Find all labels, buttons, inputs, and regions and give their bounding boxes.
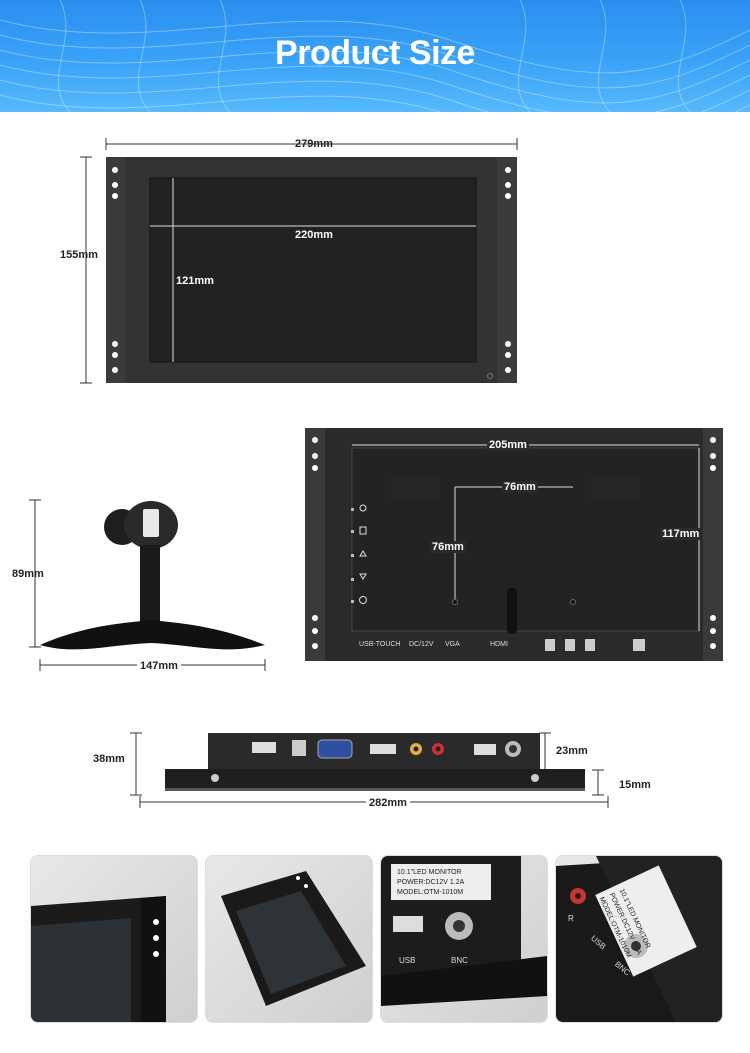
side-body-height-label: 23mm	[556, 745, 588, 757]
detail-photo-corner	[30, 855, 198, 1023]
back-width-label: 205mm	[487, 439, 529, 451]
front-height-label: 155mm	[60, 249, 98, 261]
vesa-height-label: 76mm	[430, 541, 466, 553]
front-view-diagram	[80, 138, 518, 384]
detail-photo-ports-angled: 10.1"LED MONITOR POWER:DC12V 1.2A MODEL:…	[555, 855, 723, 1023]
port-label-hdmi: HDMI	[490, 641, 508, 648]
stand-diagram	[29, 499, 266, 671]
front-width-label: 279mm	[295, 138, 333, 150]
photo4-port-r: R	[568, 914, 574, 923]
stand-width-label: 147mm	[137, 660, 181, 672]
side-flange-height-label: 15mm	[619, 779, 651, 791]
port-label-usb-touch: USB-TOUCH	[359, 641, 401, 648]
port-label-vga: VGA	[445, 641, 460, 648]
side-width-label: 282mm	[366, 797, 410, 809]
screen-height-label: 121mm	[176, 275, 214, 287]
photo3-label-line3: MODEL:OTM-1010M	[397, 889, 464, 896]
vesa-width-label: 76mm	[502, 481, 538, 493]
back-view-diagram	[305, 428, 723, 661]
photo3-label-line1: 10.1"LED MONITOR	[397, 869, 462, 876]
photo3-port-usb: USB	[399, 956, 416, 965]
port-label-dc: DC/12V	[409, 641, 434, 648]
side-total-height-label: 38mm	[93, 753, 125, 765]
detail-photo-tilted	[205, 855, 373, 1023]
back-height-label: 117mm	[660, 528, 702, 540]
stand-height-label: 89mm	[12, 568, 44, 580]
page-title: Product Size	[275, 34, 475, 72]
screen-width-label: 220mm	[295, 229, 333, 241]
wave-pattern	[0, 0, 750, 112]
header-banner: Product Size	[0, 0, 750, 112]
detail-photo-ports: 10.1"LED MONITOR POWER:DC12V 1.2A MODEL:…	[380, 855, 548, 1023]
photo3-port-bnc: BNC	[451, 956, 468, 965]
photo3-label-line2: POWER:DC12V 1.2A	[397, 879, 465, 886]
